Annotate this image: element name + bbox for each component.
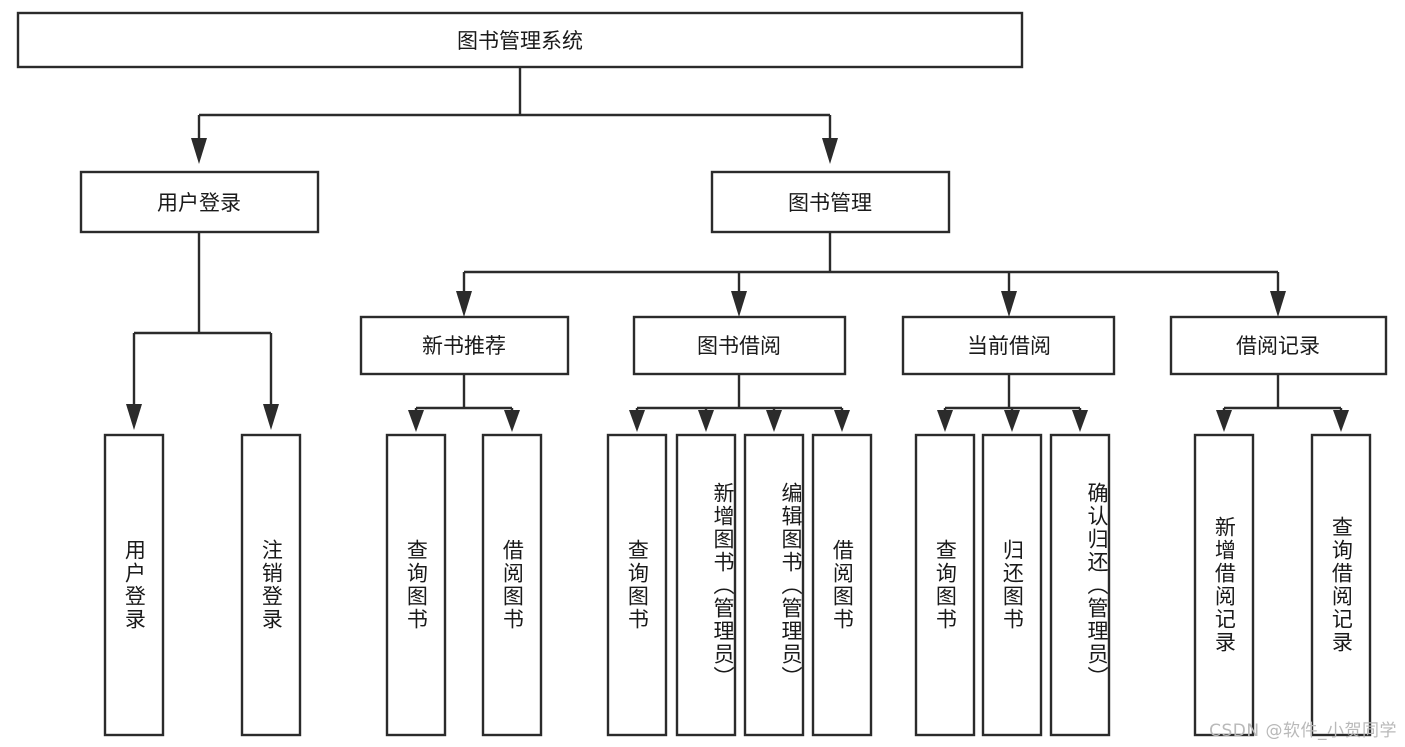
- node-book-borrow[interactable]: 图书借阅: [632, 315, 847, 376]
- connector-group-current: [937, 374, 1088, 432]
- arrow-head-newbook: [456, 291, 472, 317]
- connector-group-root: [191, 67, 838, 164]
- leaf-box-8[interactable]: [811, 433, 873, 737]
- arrow-head-borrow: [731, 291, 747, 317]
- node-book-borrow-box[interactable]: [632, 315, 847, 376]
- arrow-head-leaf-13: [1333, 410, 1349, 432]
- leaf-box-12[interactable]: [1193, 433, 1255, 737]
- node-new-book-recommend-label: 新书推荐: [422, 334, 506, 358]
- node-borrow-records[interactable]: 借阅记录: [1169, 315, 1388, 376]
- leaf-box-11[interactable]: [1049, 433, 1111, 737]
- node-book-management-box[interactable]: [710, 170, 951, 234]
- arrow-head-login: [191, 138, 207, 164]
- arrow-head-current: [1001, 291, 1017, 317]
- csdn-watermark: CSDN @软件_小贺同学: [1209, 721, 1397, 741]
- arrow-head-leaf-7: [766, 410, 782, 432]
- arrow-head-leaf-2: [263, 404, 279, 430]
- connector-group-newbook: [408, 374, 520, 432]
- arrow-head-leaf-12: [1216, 410, 1232, 432]
- leaf-box-3[interactable]: [385, 433, 447, 737]
- arrow-head-leaf-10: [1004, 410, 1020, 432]
- arrow-head-leaf-1: [126, 404, 142, 430]
- node-new-book-recommend-box[interactable]: [359, 315, 570, 376]
- leaf-box-6[interactable]: [675, 433, 737, 737]
- node-new-book-recommend[interactable]: 新书推荐: [359, 315, 570, 376]
- arrow-head-bookmgmt: [822, 138, 838, 164]
- leaf-box-13[interactable]: [1310, 433, 1372, 737]
- node-root[interactable]: 图书管理系统: [16, 11, 1024, 69]
- leaf-box-10[interactable]: [981, 433, 1043, 737]
- arrow-head-leaf-6: [698, 410, 714, 432]
- node-current-borrow[interactable]: 当前借阅: [901, 315, 1116, 376]
- leaf-box-7[interactable]: [743, 433, 805, 737]
- arrow-head-leaf-4: [504, 410, 520, 432]
- node-root-box[interactable]: [16, 11, 1024, 69]
- connector-group-login: [126, 232, 279, 430]
- leaf-box-5[interactable]: [606, 433, 668, 737]
- arrow-head-leaf-9: [937, 410, 953, 432]
- arrow-head-records: [1270, 291, 1286, 317]
- arrow-head-leaf-3: [408, 410, 424, 432]
- arrow-head-leaf-11: [1072, 410, 1088, 432]
- arrow-head-leaf-8: [834, 410, 850, 432]
- connector-group-borrow: [629, 374, 850, 432]
- node-book-borrow-label: 图书借阅: [697, 334, 781, 358]
- node-user-login-box[interactable]: [79, 170, 320, 234]
- node-book-management-label: 图书管理: [788, 191, 872, 215]
- node-borrow-records-box[interactable]: [1169, 315, 1388, 376]
- leaf-box-1[interactable]: [103, 433, 165, 737]
- leaf-boxes: [103, 433, 1372, 737]
- node-borrow-records-label: 借阅记录: [1236, 334, 1320, 358]
- node-user-login-label: 用户登录: [157, 191, 241, 215]
- node-user-login[interactable]: 用户登录: [79, 170, 320, 234]
- leaf-box-2[interactable]: [240, 433, 302, 737]
- connector-group-bookmgmt: [456, 232, 1286, 317]
- leaf-box-4[interactable]: [481, 433, 543, 737]
- leaf-box-9[interactable]: [914, 433, 976, 737]
- node-root-label: 图书管理系统: [457, 29, 583, 53]
- arrow-head-leaf-5: [629, 410, 645, 432]
- node-current-borrow-box[interactable]: [901, 315, 1116, 376]
- connector-group-records: [1216, 374, 1349, 432]
- node-book-management[interactable]: 图书管理: [710, 170, 951, 234]
- node-current-borrow-label: 当前借阅: [967, 334, 1051, 358]
